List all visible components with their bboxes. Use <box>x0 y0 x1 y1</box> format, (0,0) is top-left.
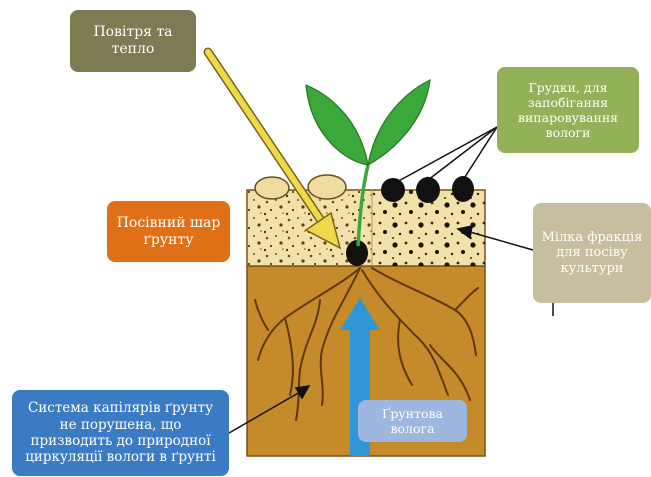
ridges-text: Грудки, для запобігання випаровування во… <box>503 80 633 140</box>
fine-fraction-label: Мілка фракція для посіву культури <box>533 203 651 303</box>
seed-layer-label: Посівний шар ґрунту <box>107 201 230 262</box>
capillaries-label: Система капілярів ґрунту не порушена, що… <box>12 390 229 476</box>
fine-fraction-text: Мілка фракція для посіву культури <box>539 230 645 277</box>
seed-layer-text: Посівний шар ґрунту <box>113 215 224 249</box>
ground-water-text: Ґрунтова волога <box>364 406 461 436</box>
air-heat-text: Повітря та тепло <box>76 24 190 58</box>
capillaries-text: Система капілярів ґрунту не порушена, що… <box>18 400 223 466</box>
air-heat-label: Повітря та тепло <box>70 10 196 72</box>
ridges-label: Грудки, для запобігання випаровування во… <box>497 67 639 153</box>
ground-water-label: Ґрунтова волога <box>358 400 467 442</box>
